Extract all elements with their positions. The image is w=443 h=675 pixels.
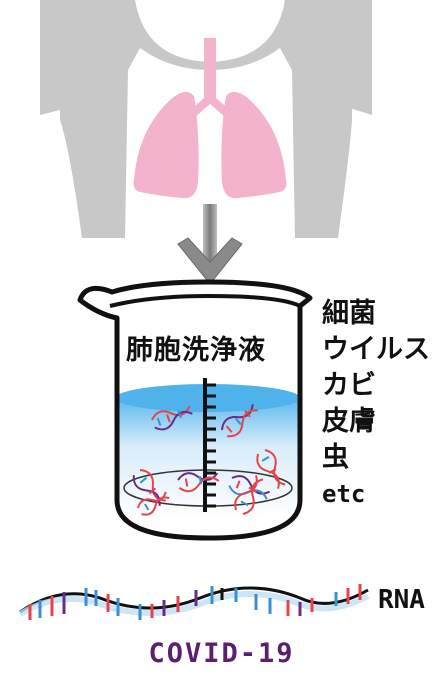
rna-strand-icon bbox=[18, 584, 370, 620]
beaker-icon bbox=[77, 279, 313, 541]
pathogen-list: 細菌 ウイルス カビ 皮膚 虫 etc bbox=[322, 296, 430, 512]
lungs-icon bbox=[133, 38, 287, 199]
list-item: 虫 bbox=[322, 442, 349, 473]
covid-label: COVID-19 bbox=[148, 638, 295, 669]
list-item: ウイルス bbox=[322, 334, 430, 365]
rna-label: RNA bbox=[378, 585, 425, 615]
list-item: 細菌 bbox=[322, 298, 376, 329]
list-item: 皮膚 bbox=[322, 406, 376, 437]
list-item: カビ bbox=[322, 370, 376, 401]
dna-strand-icon bbox=[132, 404, 286, 516]
body-silhouette-icon bbox=[40, 0, 372, 238]
list-item: etc bbox=[322, 480, 366, 508]
beaker-label: 肺胞洗浄液 bbox=[126, 335, 266, 366]
